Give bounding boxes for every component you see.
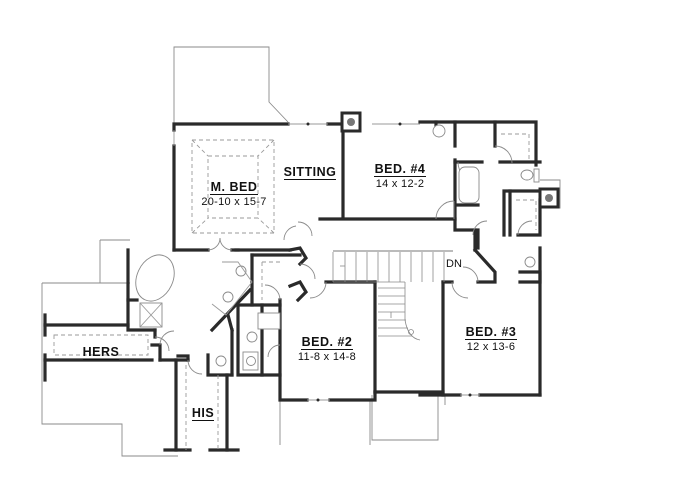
room-name: SITTING	[283, 165, 337, 180]
room-name: BED. #3	[464, 325, 518, 340]
room-master-bedroom: M. BED 20-10 x 15-7	[194, 178, 274, 209]
room-bedroom-4: BED. #4 14 x 12-2	[365, 160, 435, 191]
room-bedroom-3: BED. #3 12 x 13-6	[456, 323, 526, 354]
room-name: HERS	[82, 345, 120, 360]
room-dimensions: 20-10 x 15-7	[201, 196, 267, 208]
stair-treads	[344, 252, 445, 337]
room-name: HIS	[191, 406, 215, 421]
room-name: BED. #2	[300, 335, 354, 350]
room-name: M. BED	[209, 180, 259, 195]
room-dimensions: 11-8 x 14-8	[297, 351, 357, 363]
fixtures	[135, 124, 540, 371]
room-bedroom-2: BED. #2 11-8 x 14-8	[292, 333, 362, 364]
room-dimensions: 12 x 13-6	[466, 341, 516, 353]
room-sitting: SITTING	[280, 163, 340, 181]
room-name: BED. #4	[373, 162, 427, 177]
windows	[173, 122, 480, 402]
stair-down-label: DN	[446, 258, 462, 270]
chimneys	[340, 111, 560, 209]
room-dimensions: 14 x 12-2	[375, 178, 425, 190]
room-hers-closet: HERS	[76, 343, 126, 361]
room-his-closet: HIS	[183, 404, 223, 422]
doors	[154, 145, 533, 375]
dashed-lines	[53, 133, 537, 450]
staircase[interactable]	[332, 250, 453, 341]
